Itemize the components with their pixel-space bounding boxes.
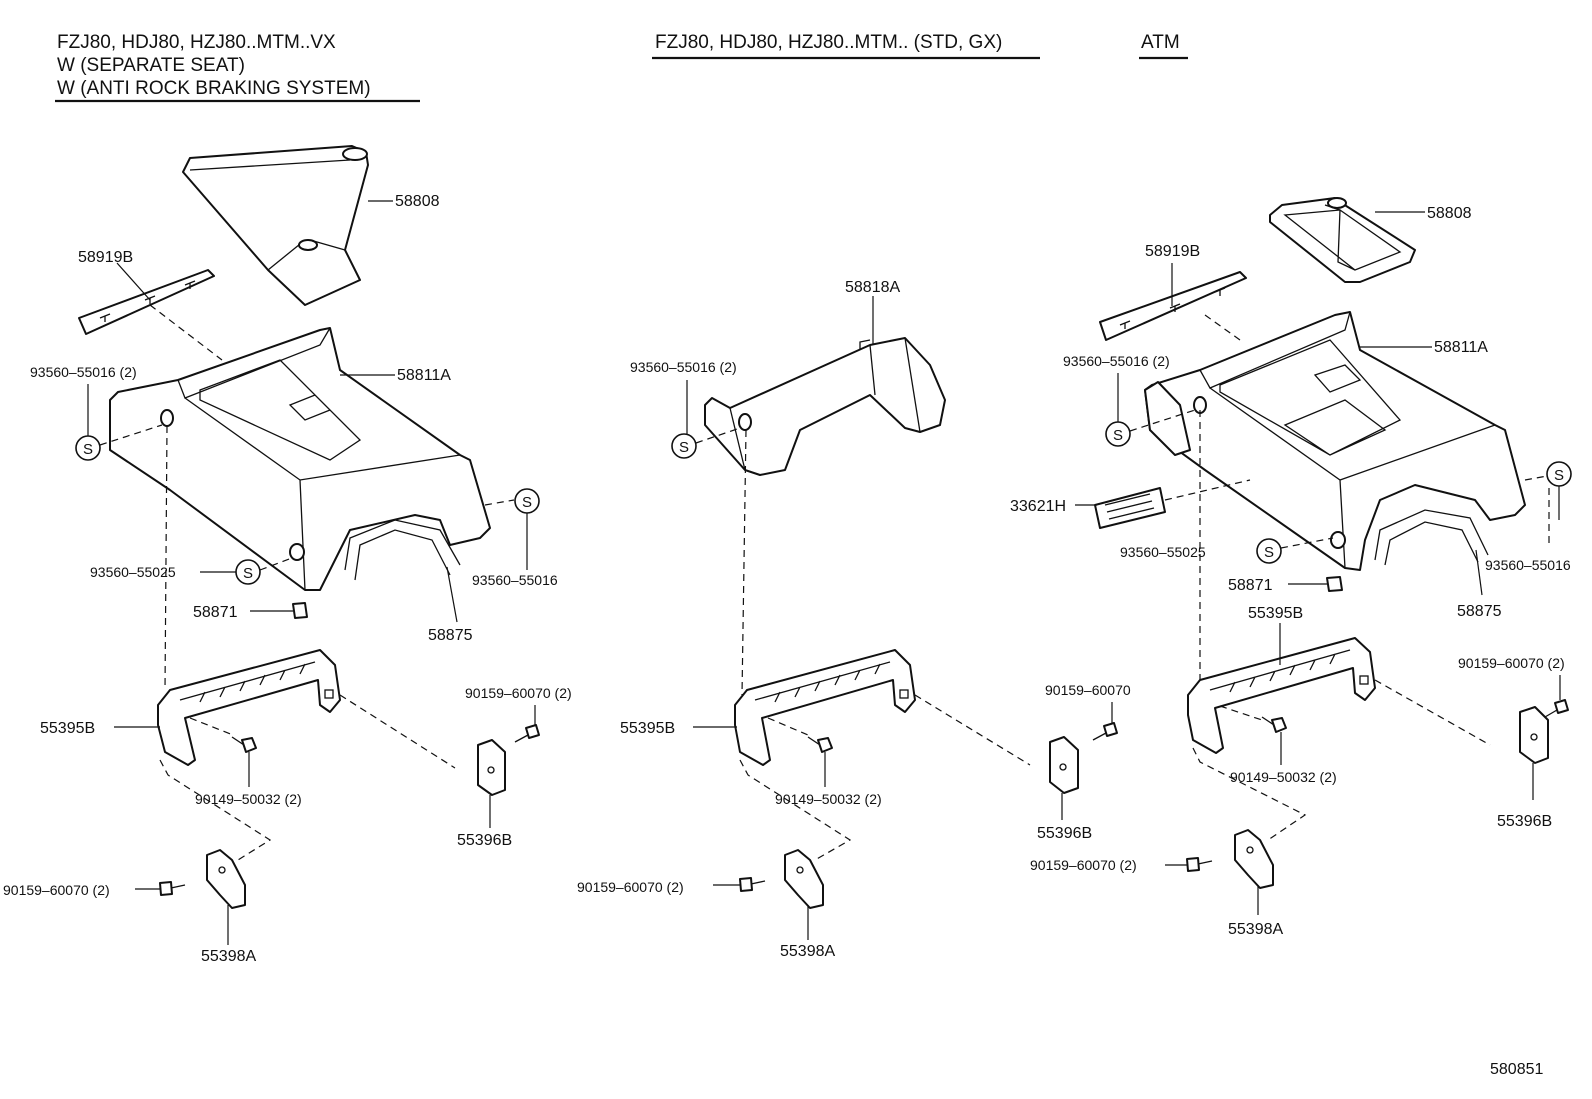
svg-text:S: S <box>522 494 532 511</box>
screw-symbol-right-top: S <box>1105 421 1131 447</box>
label-55396b-middle: 55396B <box>1037 825 1092 842</box>
bolt-90149-50032-right <box>1261 716 1287 765</box>
label-90149-50032-2-right: 90149–50032 (2) <box>1230 769 1337 785</box>
label-90149-50032-2-left: 90149–50032 (2) <box>195 791 302 807</box>
console-58818a-middle <box>704 296 946 476</box>
svg-text:S: S <box>1113 427 1123 444</box>
screw-symbol-left-right: S <box>514 488 540 514</box>
label-55395b-middle: 55395B <box>620 720 675 737</box>
label-plate-33621h-right <box>1075 487 1166 529</box>
bracket-55398a-right <box>1234 829 1274 915</box>
label-90159-60070-2-right-bottom: 90159–60070 (2) <box>1030 857 1137 873</box>
label-93560-55025-right: 93560–55025 <box>1120 544 1206 560</box>
label-93560-55016-2-right: 93560–55016 (2) <box>1063 353 1170 369</box>
screw-symbol-middle: S <box>671 433 697 459</box>
bolt-90159-60070-middle-bottom <box>739 877 766 892</box>
bolt-90149-50032-middle <box>807 736 833 787</box>
bolt-90159-60070-right-top <box>1544 699 1569 718</box>
label-58875-left: 58875 <box>428 627 473 644</box>
plate-58919b-left <box>78 262 215 335</box>
svg-text:S: S <box>1554 467 1564 484</box>
screw-symbol-right-right: S <box>1546 461 1572 487</box>
label-90159-60070-2-middle: 90159–60070 (2) <box>577 879 684 895</box>
console-58811a-left <box>109 327 491 591</box>
bracket-55395b-middle <box>693 649 916 766</box>
label-93560-55016-2-left: 93560–55016 (2) <box>30 364 137 380</box>
label-90159-60070-middle: 90159–60070 <box>1045 682 1131 698</box>
label-58871-left: 58871 <box>193 604 238 621</box>
middle-assembly: 58818A 93560–55016 (2) S 55395B 90149–50… <box>577 279 1131 960</box>
label-33621h-right: 33621H <box>1010 498 1066 515</box>
svg-text:S: S <box>1264 544 1274 561</box>
bracket-55395b-left <box>114 649 341 766</box>
label-55395b-right: 55395B <box>1248 605 1303 622</box>
label-93560-55016-2-middle: 93560–55016 (2) <box>630 359 737 375</box>
header-right: ATM <box>1139 32 1188 60</box>
bolt-90159-60070-left-top <box>514 724 540 743</box>
shift-boot-58808-right <box>1269 197 1425 283</box>
bracket-55396b-right <box>1519 706 1549 800</box>
label-90159-60070-2-left-top: 90159–60070 (2) <box>465 685 572 701</box>
clip-58871-right <box>1288 576 1343 592</box>
header-left-line2: W (SEPARATE SEAT) <box>57 55 245 76</box>
bracket-55395b-right <box>1187 623 1376 754</box>
label-55398a-right: 55398A <box>1228 921 1283 938</box>
label-90149-50032-2-middle: 90149–50032 (2) <box>775 791 882 807</box>
right-assembly: 58808 58919B 58811A 93560–55016 (2) S <box>1010 197 1572 938</box>
label-58808-right: 58808 <box>1427 205 1472 222</box>
header-left: FZJ80, HDJ80, HZJ80..MTM..VX W (SEPARATE… <box>55 32 420 103</box>
shift-boot-58808-left <box>182 145 393 306</box>
label-55396b-right: 55396B <box>1497 813 1552 830</box>
label-93560-55016-left: 93560–55016 <box>472 572 558 588</box>
left-assembly: 58808 58919B 58811A 93560–55016 (2) S <box>3 145 572 965</box>
header-right-text: ATM <box>1141 32 1180 53</box>
label-93560-55025-left: 93560–55025 <box>90 564 176 580</box>
label-58871-right: 58871 <box>1228 577 1273 594</box>
header-left-line1: FZJ80, HDJ80, HZJ80..MTM..VX <box>57 32 336 53</box>
screw-symbol-right-bottom: S <box>1256 538 1282 564</box>
svg-text:S: S <box>243 565 253 582</box>
label-58919b-left: 58919B <box>78 249 133 266</box>
screw-symbol-left-bottom: S <box>235 559 261 585</box>
header-middle-text: FZJ80, HDJ80, HZJ80..MTM.. (STD, GX) <box>655 32 1002 53</box>
svg-text:S: S <box>679 439 689 456</box>
label-58919b-right: 58919B <box>1145 243 1200 260</box>
bracket-55398a-middle <box>784 849 824 940</box>
bolt-90149-50032-left <box>231 736 257 787</box>
bracket-55398a-left <box>206 849 246 945</box>
bolt-90159-60070-right-bottom <box>1186 857 1213 872</box>
label-93560-55016-right: 93560–55016 <box>1485 557 1571 573</box>
label-58818a-middle: 58818A <box>845 279 900 296</box>
clip-58871-left <box>250 602 308 619</box>
plate-58919b-right <box>1099 263 1247 341</box>
bolt-90159-60070-left-bottom <box>159 881 186 896</box>
label-55395b-left: 55395B <box>40 720 95 737</box>
screw-symbol-left-top: S <box>75 435 101 461</box>
label-58808-left: 58808 <box>395 193 440 210</box>
svg-text:S: S <box>83 441 93 458</box>
diagram-id: 580851 <box>1490 1061 1543 1078</box>
label-55398a-left: 55398A <box>201 948 256 965</box>
bracket-55396b-middle <box>1049 736 1079 820</box>
bolt-90159-60070-middle-top <box>1092 722 1118 741</box>
header-middle: FZJ80, HDJ80, HZJ80..MTM.. (STD, GX) <box>652 32 1040 60</box>
label-58811a-left: 58811A <box>397 367 451 384</box>
label-90159-60070-2-right-top: 90159–60070 (2) <box>1458 655 1565 671</box>
label-90159-60070-2-left-bottom: 90159–60070 (2) <box>3 882 110 898</box>
bracket-55396b-left <box>477 739 506 828</box>
label-58875-right: 58875 <box>1457 603 1502 620</box>
header-left-line3: W (ANTI ROCK BRAKING SYSTEM) <box>57 78 371 99</box>
label-55396b-left: 55396B <box>457 832 512 849</box>
label-55398a-middle: 55398A <box>780 943 835 960</box>
label-58811a-right: 58811A <box>1434 339 1488 356</box>
